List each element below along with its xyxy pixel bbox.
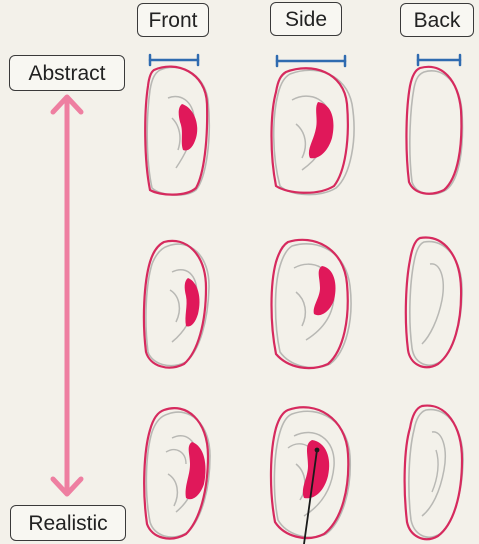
ear-back-abstract — [405, 65, 464, 195]
label-realistic: Realistic — [10, 505, 126, 541]
ear-side-intermediate — [270, 238, 352, 370]
width-marker-front — [148, 53, 200, 67]
width-marker-back — [416, 53, 462, 67]
ear-side-realistic — [269, 406, 352, 544]
width-marker-side — [275, 54, 347, 68]
ear-front-abstract — [144, 65, 211, 196]
ear-side-abstract — [270, 67, 355, 196]
column-header-back: Back — [400, 3, 474, 37]
abstract-realistic-arrow — [50, 94, 84, 497]
ear-back-realistic — [403, 404, 464, 541]
label-abstract: Abstract — [9, 55, 125, 91]
ear-front-intermediate — [142, 239, 210, 369]
ear-front-realistic — [143, 407, 211, 540]
column-header-side: Side — [270, 2, 342, 36]
ear-back-intermediate — [404, 236, 463, 369]
column-header-front: Front — [137, 3, 209, 37]
